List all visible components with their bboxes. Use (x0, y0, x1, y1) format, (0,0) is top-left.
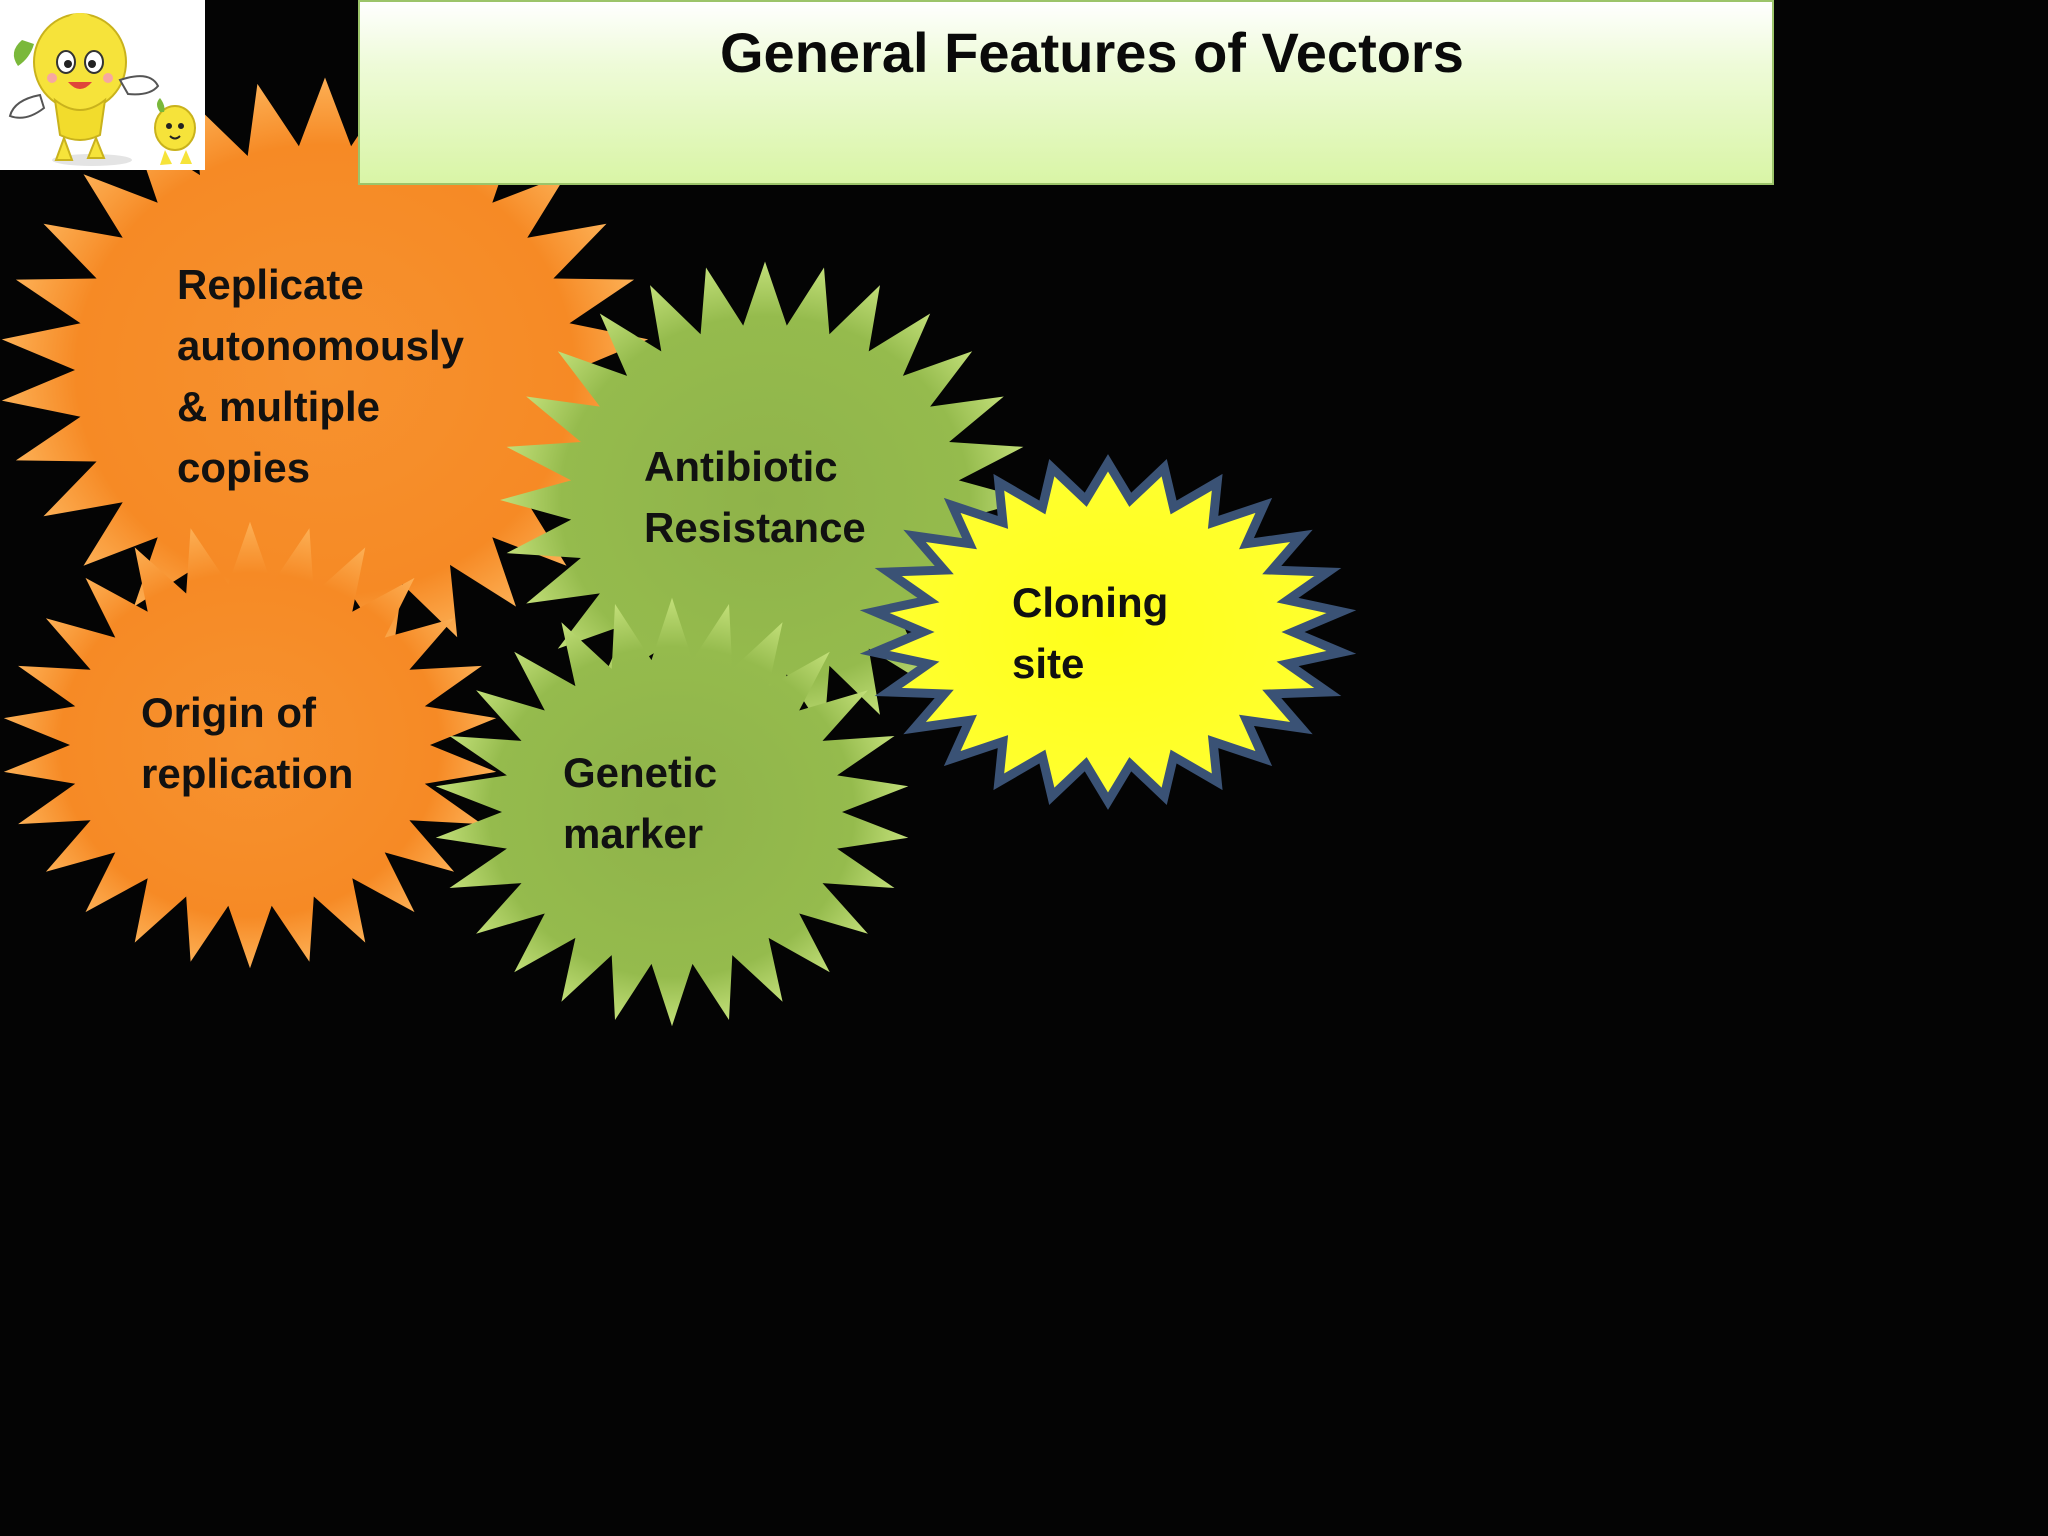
lemon-mascot-icon (8, 13, 196, 166)
feature-label-line: & multiple (177, 383, 381, 430)
feature-label-line: replication (141, 750, 354, 797)
feature-label-line: Replicate (177, 261, 364, 308)
feature-label-line: Genetic (563, 749, 718, 796)
starburst-cloning (859, 454, 1357, 810)
feature-label-origin: Origin of replication (141, 682, 353, 804)
feature-label-cloning: Cloning site (1012, 572, 1168, 694)
title-banner: General Features of Vectors (358, 0, 1774, 185)
feature-label-line: copies (177, 444, 311, 491)
feature-label-genetic: Genetic marker (563, 742, 717, 864)
feature-label-line: autonomously (177, 322, 465, 369)
mascot-logo (0, 0, 205, 170)
feature-label-line: site (1012, 640, 1085, 687)
feature-label-replicate: Replicate autonomously & multiple copies (177, 254, 464, 498)
feature-label-line: Cloning (1012, 579, 1169, 626)
feature-label-line: Antibiotic (644, 443, 838, 490)
feature-label-antibiotic: Antibiotic Resistance (644, 436, 866, 558)
slide-title: General Features of Vectors (720, 21, 1464, 84)
starburst-genetic (435, 597, 909, 1027)
feature-label-line: Resistance (644, 504, 866, 551)
feature-label-line: Origin of (141, 689, 316, 736)
starburst-origin (3, 521, 497, 969)
starburst-replicate (1, 77, 649, 663)
feature-label-line: marker (563, 810, 704, 857)
